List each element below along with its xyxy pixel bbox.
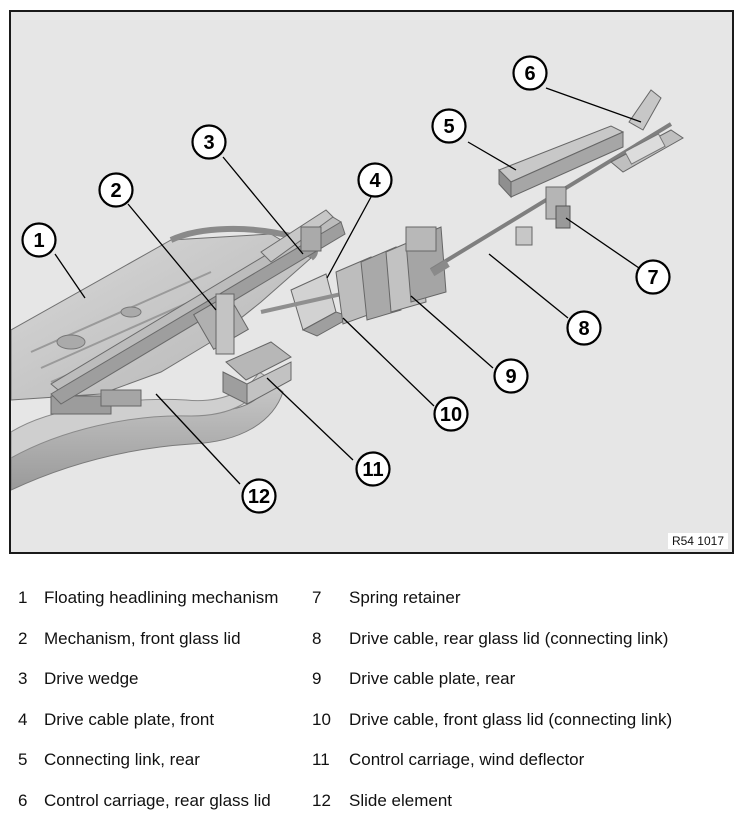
callout-circle — [241, 478, 277, 514]
legend-number: 11 — [312, 750, 330, 769]
figure-reference-code: R54 1017 — [667, 533, 728, 549]
callout-circle — [512, 55, 548, 91]
leader-lines — [54, 87, 642, 485]
part-control-carriage-wind-deflector — [222, 341, 292, 405]
legend-number: 5 — [18, 750, 28, 769]
callout-number: 7 — [647, 267, 658, 289]
callout-number: 6 — [524, 63, 535, 85]
callout-circle — [493, 358, 529, 394]
legend-number: 2 — [18, 628, 28, 648]
legend-number: 9 — [312, 669, 322, 688]
part-drive-wedge — [260, 209, 334, 263]
part-drive-cable-plate-rear — [335, 226, 447, 325]
callout-number: 12 — [248, 486, 270, 508]
callout-circle — [566, 310, 602, 346]
callout-number: 5 — [443, 116, 454, 138]
legend-number: 6 — [18, 790, 28, 810]
legend-text: Drive cable plate, front — [44, 709, 215, 729]
legend-number: 8 — [312, 628, 322, 648]
callout-number: 1 — [33, 230, 44, 252]
legend-text: Drive cable, rear glass lid (connecting … — [349, 628, 669, 648]
callout-number: 2 — [110, 180, 121, 202]
callout-circle — [357, 162, 393, 198]
part-spring-retainer — [555, 205, 571, 229]
callout-number: 9 — [505, 366, 516, 388]
callout-circle — [431, 108, 467, 144]
legend-text: Drive cable, front glass lid (connecting… — [349, 709, 673, 729]
legend-text: Drive wedge — [44, 669, 139, 688]
callout-number: 8 — [578, 318, 589, 340]
callout-number: 10 — [440, 404, 462, 426]
legend-text: Mechanism, front glass lid — [44, 628, 241, 648]
part-guide-rail — [50, 215, 346, 405]
legend-number: 12 — [312, 790, 331, 810]
legend-number: 7 — [312, 588, 322, 607]
callout-number: 4 — [369, 170, 381, 192]
callout-circle — [355, 451, 391, 487]
callout-number: 11 — [362, 459, 383, 481]
legend-text: Drive cable plate, rear — [349, 669, 516, 688]
legend-number: 10 — [312, 709, 331, 729]
legend-number: 3 — [18, 669, 28, 688]
legend-text: Spring retainer — [349, 588, 461, 607]
callout-circle — [635, 259, 671, 295]
part-connecting-link-rear — [498, 125, 625, 246]
callout-circle — [191, 124, 227, 160]
callout-number: 3 — [203, 132, 214, 154]
legend-text: Control carriage, wind deflector — [349, 750, 585, 769]
legend-text: Connecting link, rear — [44, 750, 200, 769]
legend-text: Control carriage, rear glass lid — [44, 790, 271, 810]
legend-number: 1 — [18, 588, 28, 607]
legend-number: 4 — [18, 709, 28, 729]
callout-circle — [21, 222, 57, 258]
callout-circle — [433, 396, 469, 432]
legend-text: Slide element — [349, 790, 453, 810]
callout-circle — [98, 172, 134, 208]
legend-text: Floating headlining mechanism — [44, 588, 279, 607]
